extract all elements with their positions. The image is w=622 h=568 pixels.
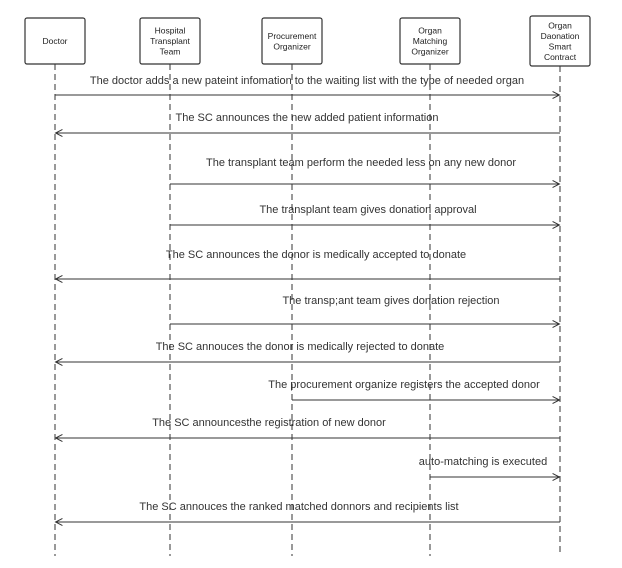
message-label-9: The SC announcesthe registration of new … bbox=[152, 417, 386, 429]
actor-box-matching bbox=[399, 17, 461, 65]
message-6: The transp;ant team gives donation rejec… bbox=[170, 295, 560, 324]
lifelines bbox=[54, 64, 561, 556]
actor-label-procurement-1: Organizer bbox=[273, 41, 310, 51]
actor-box-contract bbox=[529, 15, 591, 67]
actor-label-doctor-0: Doctor bbox=[42, 36, 67, 46]
messages: The doctor adds a new pateint infomation… bbox=[55, 75, 560, 522]
actors: DoctorHospitalTransplantTeamProcurementO… bbox=[24, 15, 591, 67]
message-3: The transplant team perform the needed l… bbox=[170, 157, 560, 184]
actor-label-contract-0: Organ bbox=[548, 20, 572, 30]
message-5: The SC announces the donor is medically … bbox=[56, 249, 560, 279]
message-9: The SC announcesthe registration of new … bbox=[56, 417, 560, 438]
actor-label-matching-0: Organ bbox=[418, 26, 442, 36]
actor-box-procurement bbox=[261, 17, 323, 65]
message-10: auto-matching is executed bbox=[419, 456, 560, 477]
actor-label-transplant-2: Team bbox=[160, 47, 181, 57]
message-label-7: The SC annouces the donor is medically r… bbox=[156, 341, 445, 353]
actor-box-transplant bbox=[139, 17, 201, 65]
message-label-1: The doctor adds a new pateint infomation… bbox=[90, 75, 524, 87]
message-11: The SC annouces the ranked matched donno… bbox=[56, 501, 560, 522]
message-4: The transplant team gives donation appro… bbox=[170, 204, 560, 225]
actor-label-procurement-0: Procurement bbox=[268, 31, 317, 41]
message-1: The doctor adds a new pateint infomation… bbox=[55, 75, 560, 95]
message-7: The SC annouces the donor is medically r… bbox=[56, 341, 560, 362]
message-8: The procurement organize registers the a… bbox=[268, 379, 559, 400]
actor-label-contract-1: Daonation bbox=[541, 31, 580, 41]
actor-label-transplant-0: Hospital bbox=[155, 26, 186, 36]
message-label-4: The transplant team gives donation appro… bbox=[259, 204, 476, 216]
message-label-3: The transplant team perform the needed l… bbox=[206, 157, 516, 169]
message-label-10: auto-matching is executed bbox=[419, 456, 547, 468]
actor-label-matching-2: Organizer bbox=[411, 47, 448, 57]
actor-box-doctor bbox=[24, 17, 86, 65]
actor-label-transplant-1: Transplant bbox=[150, 36, 190, 46]
message-label-11: The SC annouces the ranked matched donno… bbox=[139, 501, 458, 513]
message-label-2: The SC announces the new added patient i… bbox=[176, 112, 439, 124]
actor-label-matching-1: Matching bbox=[413, 36, 448, 46]
message-label-5: The SC announces the donor is medically … bbox=[166, 249, 466, 261]
actor-label-contract-2: Smart bbox=[549, 41, 572, 51]
actor-label-contract-3: Contract bbox=[544, 52, 577, 62]
message-label-8: The procurement organize registers the a… bbox=[268, 379, 540, 391]
actor-doctor: Doctor bbox=[24, 17, 86, 65]
message-2: The SC announces the new added patient i… bbox=[56, 112, 560, 133]
message-label-6: The transp;ant team gives donation rejec… bbox=[282, 295, 499, 307]
